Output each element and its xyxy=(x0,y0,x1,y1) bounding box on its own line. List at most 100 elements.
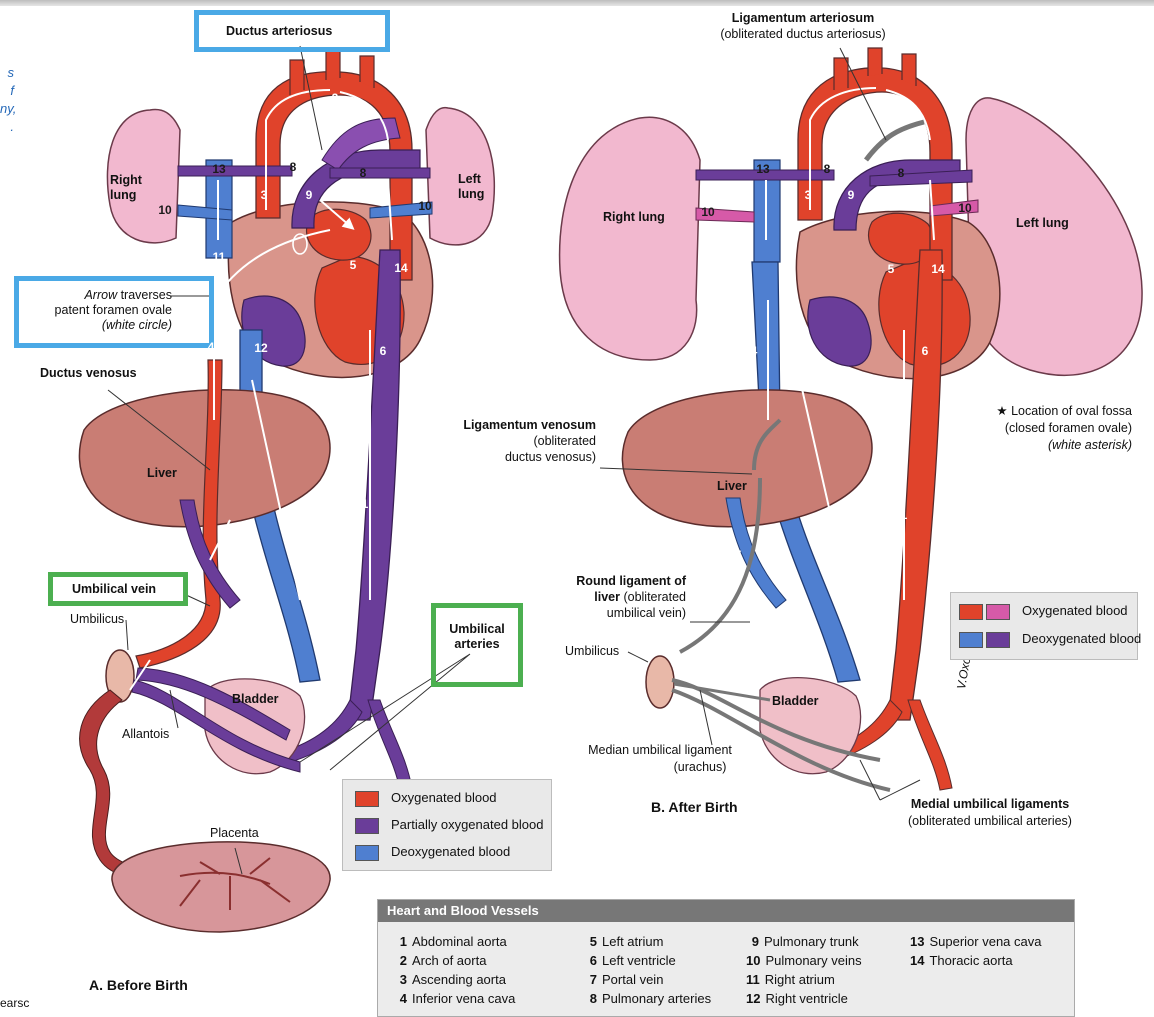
vessel-number: 10 xyxy=(158,203,172,217)
key-number: 13 xyxy=(910,934,925,949)
side-note-line: . xyxy=(10,119,14,134)
key-number: 10 xyxy=(746,953,761,968)
ductus-arteriosus-shape xyxy=(321,117,401,171)
legend-a-oxygenated: Oxygenated blood xyxy=(355,788,497,808)
oval-fossa-line-1: ★ Location of oval fossa xyxy=(960,404,1132,419)
foramen-ovale-highlight xyxy=(14,276,214,348)
caption-a: A. Before Birth xyxy=(89,978,188,993)
vessel-number: 2 xyxy=(873,91,881,105)
ligamentum-arteriosum-label: Ligamentum arteriosum xyxy=(731,11,875,25)
flow-arrows-b xyxy=(765,87,935,600)
left-lung-label-b: Left lung xyxy=(1016,216,1069,230)
caption-a-letter: A. xyxy=(89,977,103,993)
vessel-number: 4 xyxy=(750,344,758,358)
legend-a-label: Partially oxygenated blood xyxy=(391,817,544,832)
legend-b-label: Deoxygenated blood xyxy=(1022,631,1142,646)
right-ventricle-b xyxy=(807,296,872,367)
caption-b-letter: B. xyxy=(651,799,665,815)
key-number: 8 xyxy=(589,991,597,1006)
right-lung-label-b: Right lung xyxy=(603,210,665,224)
side-note-line: ny, xyxy=(0,101,17,116)
legend-swatch xyxy=(986,631,1010,648)
median-umbilical-ligament-label: Median umbilical ligament xyxy=(588,743,732,757)
legend-a-label: Deoxygenated blood xyxy=(391,844,511,859)
round-ligament-line-1: Round ligament of xyxy=(520,574,686,589)
legend-swatch xyxy=(355,790,379,807)
legend-b-oxygenated: Oxygenated blood xyxy=(959,601,1128,621)
liver-shape-b xyxy=(621,389,873,528)
key-number: 12 xyxy=(746,991,761,1006)
ligamentum-arteriosum-note: (obliterated ductus arteriosus) xyxy=(720,27,886,41)
key-text: Thoracic aorta xyxy=(929,953,1013,968)
vessel-number: 10 xyxy=(958,201,972,215)
key-item: 8 Pulmonary arteries xyxy=(584,991,711,1006)
key-text: Abdominal aorta xyxy=(412,934,507,949)
legend-swatch xyxy=(355,817,379,834)
leader-lines-a xyxy=(107,45,471,875)
vessel-number: 7 xyxy=(734,548,742,562)
key-number: 5 xyxy=(589,934,597,949)
ductus-arteriosus-highlight xyxy=(194,10,390,52)
vessel-number: 8 xyxy=(823,162,831,176)
allantois-label: Allantois xyxy=(122,727,170,741)
foramen-ovale-circle-a xyxy=(292,233,308,255)
vessel-number: 14 xyxy=(394,261,408,275)
arch-branches-b xyxy=(833,47,917,90)
ligamentum-venosum-note-2: ductus venosus) xyxy=(504,450,596,464)
key-number: 4 xyxy=(399,991,407,1006)
umbilical-arteries-label: Umbilical arteries xyxy=(449,622,505,651)
arrow-note-line-1: Arrow traverses xyxy=(22,288,172,303)
arrow-note-italic: Arrow xyxy=(84,288,118,302)
median-umbilical-ligament-shape xyxy=(673,682,771,702)
legend-swatch xyxy=(959,603,983,620)
right-lung-shape-a xyxy=(106,108,181,244)
vessel-number: 6 xyxy=(379,344,387,358)
ligamentum-arteriosum-shape xyxy=(864,119,925,162)
round-ligament-liver: liver xyxy=(594,590,620,604)
vessel-number: 8 xyxy=(289,160,297,174)
legend-swatch xyxy=(355,844,379,861)
vessel-number: 11 xyxy=(212,250,226,264)
medial-umbilical-ligaments-label: Medial umbilical ligaments xyxy=(910,797,1070,811)
arrow-note-line-3: (white circle) xyxy=(101,318,172,332)
ligamentum-venosum-label: Ligamentum venosum xyxy=(463,418,596,432)
placenta-vessels xyxy=(179,857,291,910)
side-note-fragment: s f ny, . xyxy=(0,64,17,136)
ligamentum-venosum-shape xyxy=(752,418,782,471)
medial-umbilical-ligaments-note: (obliterated umbilical arteries) xyxy=(908,814,1072,828)
round-ligament-line-2: liver (obliterated xyxy=(520,590,686,605)
ligamentum-venosum-note-1: (obliterated xyxy=(533,434,596,448)
key-item: 10 Pulmonary veins xyxy=(746,953,862,968)
umbilicus-label-b: Umbilicus xyxy=(565,644,620,658)
vessel-number: 1 xyxy=(900,508,908,522)
right-lung-shape-b xyxy=(558,116,701,361)
key-number: 6 xyxy=(589,953,597,968)
liver-label-b: Liver xyxy=(717,479,747,493)
vessel-number: 7 xyxy=(187,548,195,562)
vessel-number: 6 xyxy=(921,344,929,358)
top-border xyxy=(0,0,1154,6)
vessel-number: 8 xyxy=(359,166,367,180)
umbilical-arteries-shape xyxy=(131,667,301,773)
portal-vein-a xyxy=(179,499,241,609)
pulmonary-veins-a xyxy=(177,201,433,221)
placenta-label: Placenta xyxy=(210,826,259,840)
umbilical-vein-label: Umbilical vein xyxy=(72,582,157,596)
arrow-note-line-2: patent foramen ovale xyxy=(54,303,172,317)
caption-a-text: Before Birth xyxy=(106,977,188,993)
panel-a-artwork xyxy=(78,45,495,933)
descending-aorta-b xyxy=(887,249,943,721)
legend-a-label: Oxygenated blood xyxy=(391,790,497,805)
vessel-number: 2 xyxy=(331,91,339,105)
key-text: Pulmonary arteries xyxy=(602,991,712,1006)
pulmonary-arteries-a xyxy=(177,165,431,179)
key-text: Pulmonary veins xyxy=(765,953,862,968)
